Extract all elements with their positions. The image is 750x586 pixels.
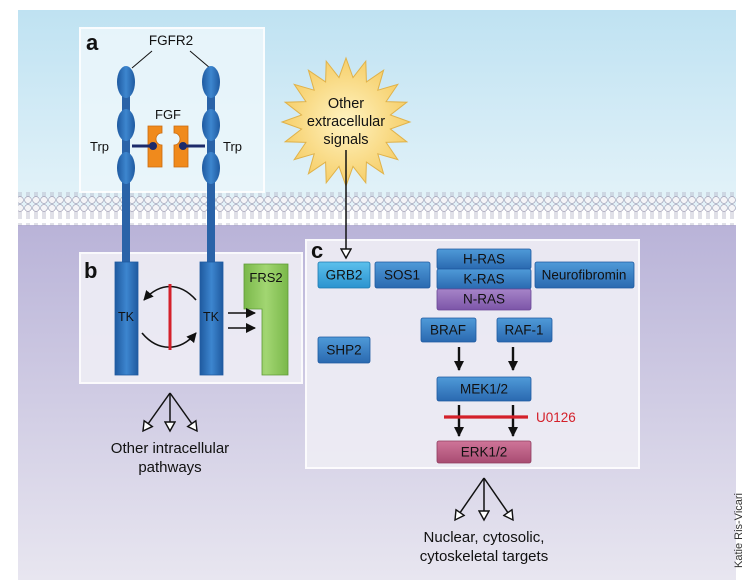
illustrator-credit: Katie Ris-Vicari [733,493,745,568]
fgf-label: FGF [155,107,181,122]
mek-box [436,376,532,402]
nras-box [436,288,532,311]
panel-a-letter: a [86,30,99,55]
nras-label: N-RAS [463,292,505,307]
fgfr2-leader-left [131,50,153,69]
extracellular-signals-line3: signals [323,132,368,148]
erk-box [436,440,532,464]
fgfr2-leader-right [189,50,211,69]
tk-domain-left [114,261,139,376]
sos1-label: SOS1 [384,268,420,283]
trp-binding-right [179,142,205,150]
other-pathways-line2: pathways [138,459,201,476]
u0126-label: U0126 [536,410,576,425]
tk-right-label: TK [203,310,220,324]
trp-right-label: Trp [223,139,242,154]
tk-left-label: TK [118,310,135,324]
pathway-arrow-left [143,392,171,431]
targets-line2: cytoskeletal targets [420,548,548,565]
grb2-box [317,261,371,289]
other-pathways-line1: Other intracellular [111,440,229,457]
tk-domain-right [199,261,224,376]
hras-label: H-RAS [463,252,505,267]
erk-label: ERK1/2 [461,445,508,460]
fgfr2-label: FGFR2 [149,33,193,48]
mek-label: MEK1/2 [460,382,508,397]
target-arrow-left [455,477,485,520]
pathway-arrow-right [169,392,197,431]
raf1-label: RAF-1 [504,323,543,338]
target-arrow-right [483,477,513,520]
cell-membrane [18,192,736,226]
braf-label: BRAF [430,323,466,338]
fgfr2-right-receptor [202,66,220,262]
trp-binding-left [132,142,157,150]
grb2-label: GRB2 [326,268,363,283]
targets-line1: Nuclear, cytosolic, [424,529,545,546]
extracellular-signals-line2: extracellular [307,114,385,130]
shp2-label: SHP2 [326,343,361,358]
fgfr2-left-receptor [117,66,135,262]
panel-a-box [79,27,265,193]
kras-label: K-RAS [463,272,504,287]
raf1-box [496,317,553,343]
panel-b-letter: b [84,258,97,283]
frs2-protein [243,263,289,376]
braf-box [420,317,477,343]
sos1-box [374,261,431,289]
shp2-box [317,336,371,364]
panel-c-letter: c [311,238,323,263]
frs2-label: FRS2 [249,270,282,285]
neurofibromin-box [534,261,635,289]
extracellular-signals-line1: Other [328,96,364,112]
neurofibromin-label: Neurofibromin [542,268,627,283]
trp-left-label: Trp [90,139,109,154]
